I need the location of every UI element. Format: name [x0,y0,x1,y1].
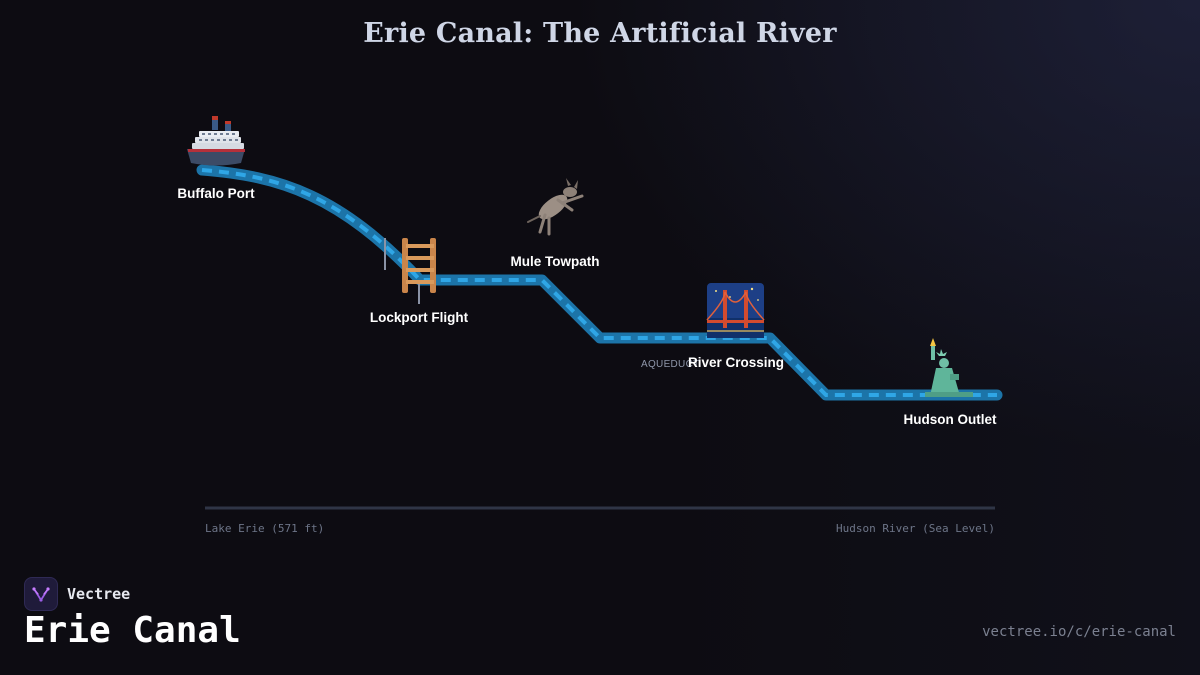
axis-left-label: Lake Erie (571 ft) [205,522,324,535]
node-buffalo-port: Buffalo Port [177,116,255,201]
aqueduct-tag: AQUEDUCT [641,359,700,370]
node-mule-towpath: Mule Towpath [511,178,600,269]
node-hudson-outlet: Hudson Outlet [904,338,997,427]
canal-channel [196,164,1003,401]
mule-icon [527,178,584,236]
statue-of-liberty-icon [925,338,973,397]
ladder-icon [402,238,436,293]
footer-url[interactable]: vectree.io/c/erie-canal [982,624,1176,640]
node-label: River Crossing [688,355,784,370]
node-label: Lockport Flight [370,310,469,325]
node-label: Hudson Outlet [904,412,997,427]
node-river-crossing: AQUEDUCT River Crossing [641,283,784,370]
node-label: Buffalo Port [177,186,255,201]
brand-name: Vectree [67,585,131,603]
node-label: Mule Towpath [511,254,600,269]
page-title: Erie Canal: The Artificial River [363,18,837,49]
bridge-at-night-icon [706,283,765,338]
axis-right-label: Hudson River (Sea Level) [836,522,995,535]
canal-water-flow [201,168,997,397]
vectree-logo-icon [24,577,58,611]
brand: Vectree [24,577,130,611]
node-lockport-flight: Lockport Flight [370,238,469,325]
ship-icon [187,116,245,166]
footer-title: Erie Canal [24,610,241,651]
